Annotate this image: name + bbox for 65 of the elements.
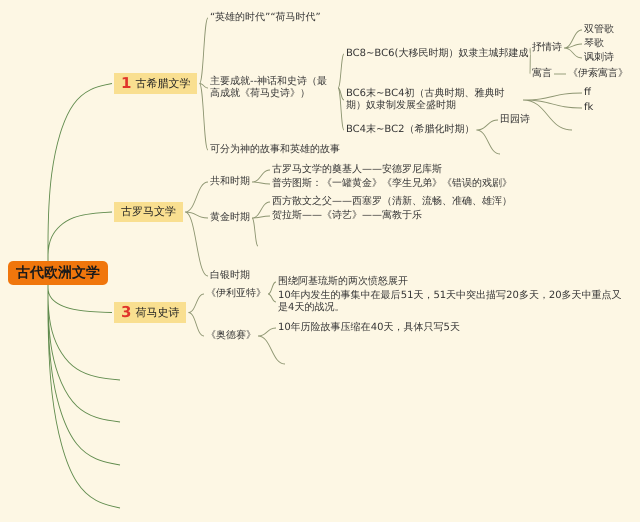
topic-text: BC4末~BC2（希腊化时期）	[346, 124, 474, 136]
branch-line	[530, 48, 531, 54]
topic-text: 10年内发生的事集中在最后51天，51天中突出描写20多天，20多天中重点又是4天的战况。	[278, 290, 623, 314]
branch-line	[338, 88, 344, 130]
branch-line	[476, 120, 498, 130]
branch-line	[268, 282, 276, 294]
branch-line	[476, 130, 500, 154]
topic-text: BC8~BC6(大移民时期）奴隶主城邦建成	[346, 48, 528, 60]
topic-text: 寓言	[532, 68, 552, 80]
topic-text: 贺拉斯——《诗艺》——寓教于乐	[272, 210, 422, 222]
branch-line	[199, 83, 208, 150]
topic-text: 10年历险故事压缩在40天，具体只写5天	[278, 322, 460, 334]
branch-line	[258, 328, 276, 336]
topic-text: fk	[584, 102, 594, 114]
branch-line	[252, 218, 258, 246]
branch-line	[184, 212, 208, 218]
branch-line	[188, 294, 204, 313]
branch-line	[184, 212, 208, 276]
central-topic: 古代欧洲文学	[8, 261, 108, 285]
topic-text: 共和时期	[210, 176, 250, 188]
topic-text: 西方散文之父——西塞罗（清新、流畅、准确、雄浑）	[272, 196, 512, 208]
branch-line	[338, 88, 344, 100]
topic-text: 主要成就--神话和史诗（最高成就《荷马史诗》）	[210, 76, 336, 100]
topic-text: 田园诗	[500, 114, 530, 126]
topic-number: 3	[121, 303, 132, 321]
branch-line	[252, 170, 270, 182]
branch-line	[48, 284, 120, 508]
branch-line	[564, 48, 582, 58]
main-topic	[114, 302, 186, 323]
topic-text: 白银时期	[210, 270, 250, 282]
branch-line	[530, 54, 531, 74]
branch-line	[564, 30, 582, 48]
topic-title: 古希腊文学	[135, 77, 190, 90]
topic-text: 抒情诗	[532, 42, 562, 54]
branch-line	[188, 312, 204, 336]
topic-text: BC6末~BC4初（古典时期、雅典时期）奴隶制发展全盛时期	[346, 88, 521, 112]
main-topic: 古罗马文学	[114, 202, 183, 222]
branch-line	[268, 294, 276, 302]
topic-text: ff	[584, 87, 591, 99]
branch-line	[252, 202, 270, 218]
topic-text: 可分为神的故事和英雄的故事	[210, 144, 340, 156]
branch-line	[184, 182, 208, 212]
branch-line	[338, 54, 344, 88]
branch-line	[522, 100, 572, 130]
topic-text: 《伊索寓言》	[568, 68, 628, 80]
branch-line	[199, 83, 208, 88]
topic-text: 琴歌	[584, 38, 604, 50]
topic-text: 普劳图斯：《一罐黄金》《孪生兄弟》《错误的戏剧》	[272, 178, 512, 190]
topic-text: 围绕阿基琉斯的两次愤怒展开	[278, 276, 408, 288]
branch-line	[48, 212, 112, 262]
topic-text: 黄金时期	[210, 212, 250, 224]
topic-text: 《奥德赛》	[206, 330, 256, 342]
topic-text: 双管歌	[584, 24, 614, 36]
topic-text: 《伊利亚特》	[206, 288, 266, 300]
topic-number: 1	[121, 74, 132, 92]
topic-text: 古罗马文学的奠基人——安德罗尼库斯	[272, 164, 442, 176]
topic-title: 荷马史诗	[135, 306, 180, 319]
branch-line	[252, 182, 270, 184]
branch-line	[252, 216, 270, 218]
main-topic	[114, 73, 198, 94]
topic-text: 讽刺诗	[584, 52, 614, 64]
topic-text: “英雄的时代”“荷马时代”	[210, 12, 321, 24]
branch-line	[258, 336, 286, 364]
branch-line	[564, 44, 582, 48]
branch-line	[199, 18, 208, 84]
